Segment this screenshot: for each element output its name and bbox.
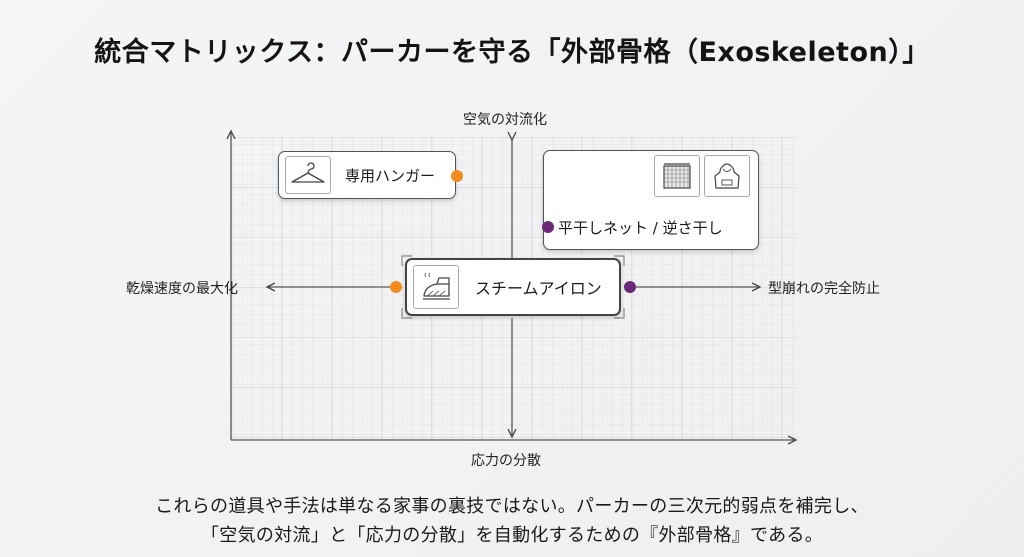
hanger-icon — [285, 156, 331, 194]
iron-left-marker-dot — [390, 281, 402, 293]
net-marker-dot — [542, 221, 554, 233]
iron-right-marker-dot — [624, 281, 636, 293]
card-steam-iron: スチームアイロン — [405, 258, 621, 316]
card-hanger: 専用ハンガー — [278, 151, 456, 199]
iron-focus-brackets — [401, 255, 625, 319]
footer-line-2: 「空気の対流」と「応力の分散」を自動化するための『外部骨格』である。 — [200, 525, 824, 546]
card-drying-net-label: 平干しネット / 逆さ干し — [558, 219, 723, 237]
axis-label-bottom: 応力の分散 — [471, 453, 541, 469]
hanger-marker-dot — [451, 170, 463, 182]
axis-label-left: 乾燥速度の最大化 — [126, 281, 238, 297]
drying-net-icon — [654, 155, 700, 197]
axis-label-top: 空気の対流化 — [463, 112, 547, 128]
steam-iron-icon — [413, 265, 459, 309]
axis-label-right: 型崩れの完全防止 — [768, 281, 880, 297]
footer-line-1: これらの道具や手法は単なる家事の裏技ではない。パーカーの三次元的弱点を補完し、 — [155, 496, 869, 517]
card-steam-iron-label: スチームアイロン — [475, 279, 602, 298]
page-title: 統合マトリックス：パーカーを守る「外部骨格（Exoskeleton）」 — [94, 37, 930, 68]
hoodie-icon — [704, 155, 750, 197]
card-drying-net: 平干しネット / 逆さ干し — [543, 150, 759, 250]
card-hanger-label: 専用ハンガー — [345, 166, 436, 185]
